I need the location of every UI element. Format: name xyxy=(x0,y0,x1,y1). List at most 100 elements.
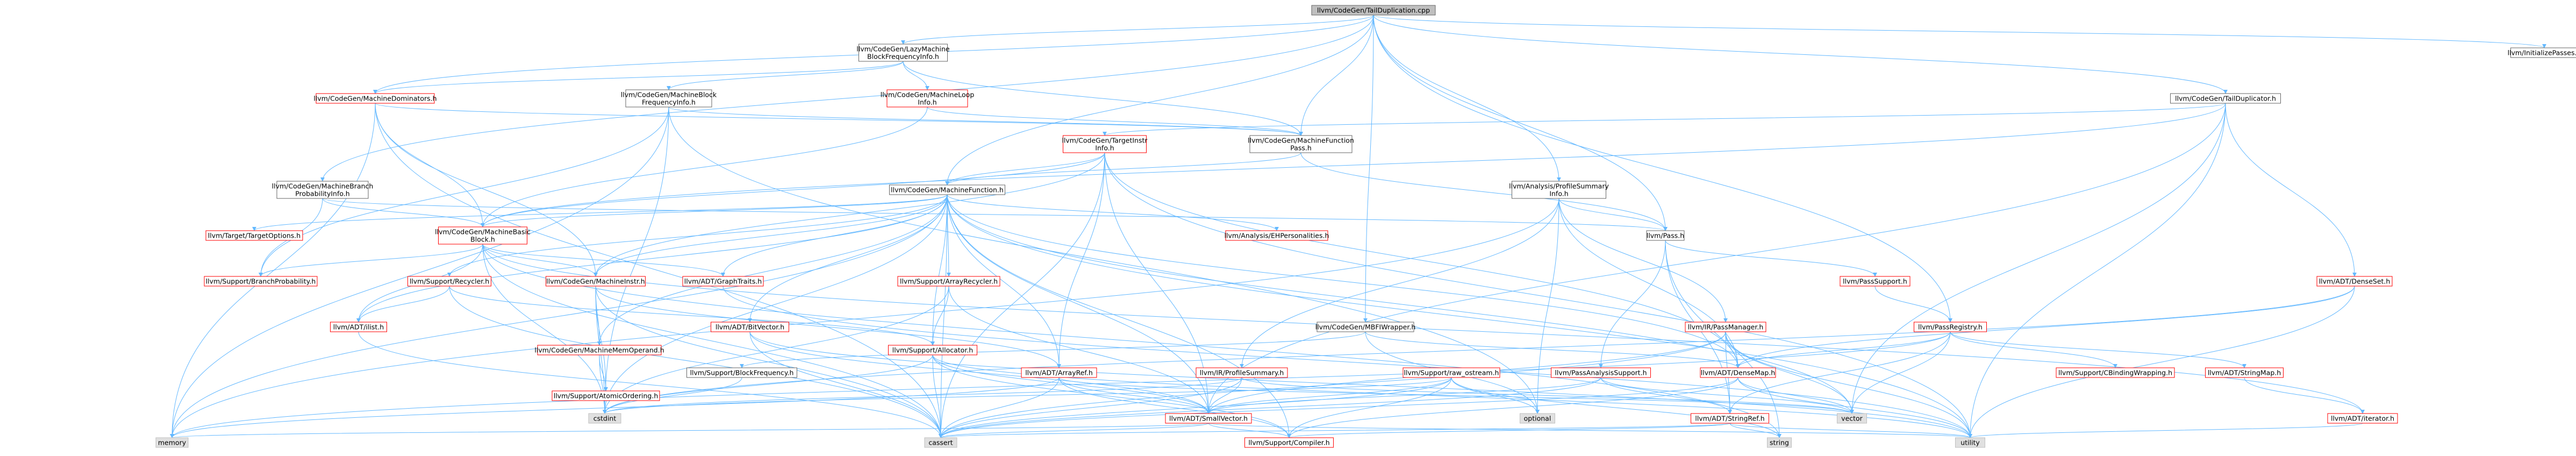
edge-machinefunction-to-arrayref xyxy=(947,194,1061,368)
node-recycler[interactable]: llvm/Support/Recycler.h xyxy=(407,276,491,287)
node-ilist[interactable]: llvm/ADT/ilist.h xyxy=(330,322,387,332)
node-branchprob[interactable]: llvm/Support/BranchProbability.h xyxy=(204,276,318,287)
edge-root-to-mbfiwrapper xyxy=(1363,15,1374,323)
node-stringmap[interactable]: llvm/ADT/StringMap.h xyxy=(2205,367,2284,378)
node-optional[interactable]: optional xyxy=(1520,413,1555,424)
node-box xyxy=(625,89,712,108)
node-label: llvm/ADT/GraphTraits.h xyxy=(684,277,762,286)
node-machinedom[interactable]: llvm/CodeGen/MachineDominators.h xyxy=(313,93,437,104)
node-box xyxy=(1551,367,1651,378)
nodes-layer: llvm/CodeGen/TailDuplication.cpp llvm/Cod… xyxy=(155,5,2576,448)
node-passregistry[interactable]: llvm/PassRegistry.h xyxy=(1914,322,1987,332)
node-rawostream[interactable]: llvm/Support/raw_ostream.h xyxy=(1403,367,1500,378)
node-box xyxy=(1512,181,1606,199)
node-passh[interactable]: llvm/Pass.h xyxy=(1646,230,1685,241)
edge-targetinstrinfo-to-mbb xyxy=(481,152,1105,227)
node-lazymbfi[interactable]: llvm/CodeGen/LazyMachineBlockFrequencyIn… xyxy=(856,44,950,62)
edge-passh-to-passsupport xyxy=(1665,240,1877,277)
node-atomicordering[interactable]: llvm/Support/AtomicOrdering.h xyxy=(552,390,660,401)
node-utility[interactable]: utility xyxy=(1955,437,1985,448)
node-machineoperand[interactable]: llvm/CodeGen/MachineMemOperand.h xyxy=(534,345,664,355)
node-vector[interactable]: vector xyxy=(1837,413,1867,424)
node-machineinstr[interactable]: llvm/CodeGen/MachineInstr.h xyxy=(546,276,646,287)
node-passmanager[interactable]: llvm/IR/PassManager.h xyxy=(1685,322,1766,332)
node-label: llvm/Support/BlockFrequency.h xyxy=(690,369,794,377)
edge-machinefunction-to-targetoptions xyxy=(252,194,948,231)
edge-machinefunction-to-utility xyxy=(947,194,1972,438)
node-initpasses[interactable]: llvm/InitializePasses.h xyxy=(2508,47,2576,58)
node-box xyxy=(1700,367,1776,378)
node-arrayrecycler[interactable]: llvm/Support/ArrayRecycler.h xyxy=(897,276,1000,287)
edge-root-to-profsummaryinfo xyxy=(1373,15,1561,182)
node-label: ProbabilityInfo.h xyxy=(295,190,349,198)
edge-mbfi-to-memory xyxy=(170,106,669,438)
edge-machinefunction-to-allocator xyxy=(931,194,948,346)
node-targetoptions[interactable]: llvm/Target/TargetOptions.h xyxy=(205,230,303,241)
node-label: llvm/ADT/BitVector.h xyxy=(715,323,784,331)
node-label: memory xyxy=(158,439,187,447)
node-label: llvm/CodeGen/MachineFunction xyxy=(1248,137,1354,145)
node-stringref[interactable]: llvm/ADT/StringRef.h xyxy=(1691,413,1769,424)
node-box xyxy=(2327,413,2398,424)
edge-mbb-to-branchprob xyxy=(259,244,483,277)
node-label: Block.h xyxy=(470,236,495,244)
node-bitvector[interactable]: llvm/ADT/BitVector.h xyxy=(711,322,789,332)
node-profilesummary[interactable]: llvm/IR/ProfileSummary.h xyxy=(1196,367,1288,378)
node-label: llvm/ADT/DenseMap.h xyxy=(1701,369,1775,377)
edge-arrayref-to-memory xyxy=(170,377,1060,438)
node-ehpersonalities[interactable]: llvm/Analysis/EHPersonalities.h xyxy=(1225,230,1329,241)
node-arrayref[interactable]: llvm/ADT/ArrayRef.h xyxy=(1021,367,1097,378)
edge-passh-to-string xyxy=(1665,240,1781,438)
edge-passmanager-to-densemap xyxy=(1725,331,1740,368)
node-tailduplicator[interactable]: llvm/CodeGen/TailDuplicator.h xyxy=(2170,93,2281,104)
node-box xyxy=(1311,5,1436,16)
edge-tailduplicator-to-densesetset xyxy=(2225,103,2357,277)
edge-stringref-to-compiler xyxy=(1287,423,1730,438)
edge-machinefunction-to-machineoperand xyxy=(597,194,948,346)
edge-densemap-to-cassert xyxy=(939,377,1738,438)
node-memory[interactable]: memory xyxy=(155,437,189,448)
node-mbpi[interactable]: llvm/CodeGen/MachineBranchProbabilityInf… xyxy=(272,181,374,199)
node-box xyxy=(330,322,387,332)
node-iterator[interactable]: llvm/ADT/iterator.h xyxy=(2327,413,2398,424)
node-cstdint[interactable]: cstdint xyxy=(588,413,621,424)
node-allocator[interactable]: llvm/Support/Allocator.h xyxy=(888,345,977,355)
node-mbfiwrapper[interactable]: llvm/CodeGen/MBFIWrapper.h xyxy=(1315,322,1416,332)
node-smallvector[interactable]: llvm/ADT/SmallVector.h xyxy=(1165,413,1252,424)
edge-mbpi-to-passh xyxy=(322,198,1668,231)
node-label: llvm/ADT/StringMap.h xyxy=(2208,369,2281,377)
node-label: cstdint xyxy=(593,415,617,423)
node-label: llvm/Pass.h xyxy=(1647,232,1684,240)
node-label: vector xyxy=(1841,415,1863,423)
node-blockfreq[interactable]: llvm/Support/BlockFrequency.h xyxy=(686,367,797,378)
node-passanalysissupport[interactable]: llvm/PassAnalysisSupport.h xyxy=(1551,367,1651,378)
edge-profsummaryinfo-to-optional xyxy=(1535,198,1559,414)
edge-ilist-to-cassert xyxy=(358,331,943,438)
node-densemap[interactable]: llvm/ADT/DenseMap.h xyxy=(1700,367,1776,378)
node-box xyxy=(2205,367,2284,378)
node-label: llvm/ADT/iterator.h xyxy=(2331,415,2394,423)
node-passsupport[interactable]: llvm/PassSupport.h xyxy=(1840,276,1910,287)
node-box xyxy=(407,276,491,287)
node-label: llvm/CodeGen/MBFIWrapper.h xyxy=(1315,323,1416,331)
node-compiler[interactable]: llvm/Support/Compiler.h xyxy=(1244,437,1334,448)
edge-rawostream-to-string xyxy=(1451,377,1781,438)
node-root[interactable]: llvm/CodeGen/TailDuplication.cpp xyxy=(1311,5,1436,16)
node-box xyxy=(858,44,948,62)
node-graphtraits[interactable]: llvm/ADT/GraphTraits.h xyxy=(682,276,764,287)
node-string[interactable]: string xyxy=(1767,437,1792,448)
node-densesetset[interactable]: llvm/ADT/DenseSet.h xyxy=(2316,276,2393,287)
edge-smallvector-to-utility xyxy=(1208,423,1972,438)
edge-profilesummary-to-vector xyxy=(1241,377,1854,414)
node-cbindingwrapping[interactable]: llvm/Support/CBindingWrapping.h xyxy=(2056,367,2175,378)
edge-machinefunction-to-memory xyxy=(170,194,948,438)
node-machinefunction[interactable]: llvm/CodeGen/MachineFunction.h xyxy=(889,184,1005,195)
node-cassert[interactable]: cassert xyxy=(924,437,957,448)
node-box xyxy=(686,367,797,378)
